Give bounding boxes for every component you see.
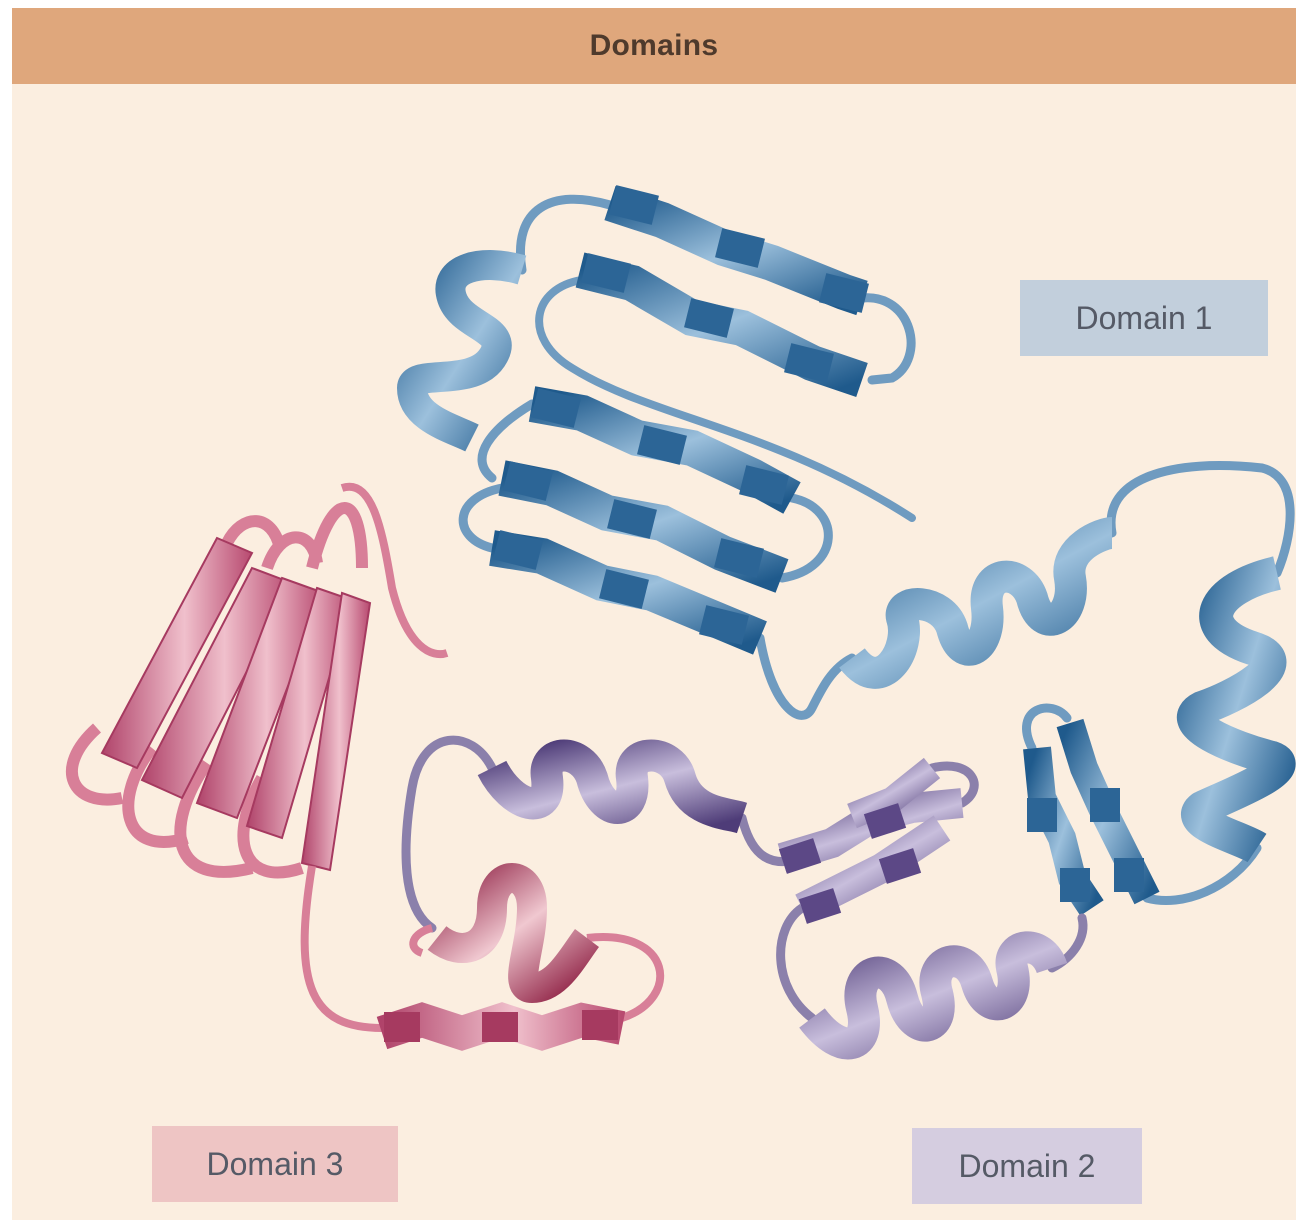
domain-1-strand-segment [1114,858,1144,892]
domain-3-helix [437,878,587,988]
domain-1-strand-segment [1090,788,1120,822]
domain-1-loop [1111,466,1290,573]
domain-3-loop [227,521,280,548]
domain-1-helix [852,533,1112,673]
domain-2-helix [492,756,742,819]
domain-3-strand-segment [482,1012,518,1042]
domain-2-loop [781,908,812,1018]
protein-structure-illustration [12,8,1296,1220]
domain-3-loop [305,866,382,1028]
domain-1-strand-segment [1027,798,1057,832]
domain-1-helix [1194,573,1279,848]
domain-2-label: Domain 2 [912,1128,1142,1204]
domain-3-strand-segment [582,1010,618,1040]
domain-3-loop [587,937,660,1018]
domain-1-strand-segment [739,465,789,505]
domain-3-strand-segment [384,1012,420,1042]
figure-panel: Domains [12,8,1296,1220]
domain-1-strand-segment [1060,868,1090,902]
domain-2-helix [812,947,1052,1043]
domain-3-loop [312,508,362,568]
domain-1-helix [412,265,522,438]
domain-1-label: Domain 1 [1020,280,1268,356]
domain-3-label: Domain 3 [152,1126,398,1202]
domain-1-loop [760,638,852,715]
domain-1-loop [782,498,828,578]
domain-1-loop [862,298,911,380]
